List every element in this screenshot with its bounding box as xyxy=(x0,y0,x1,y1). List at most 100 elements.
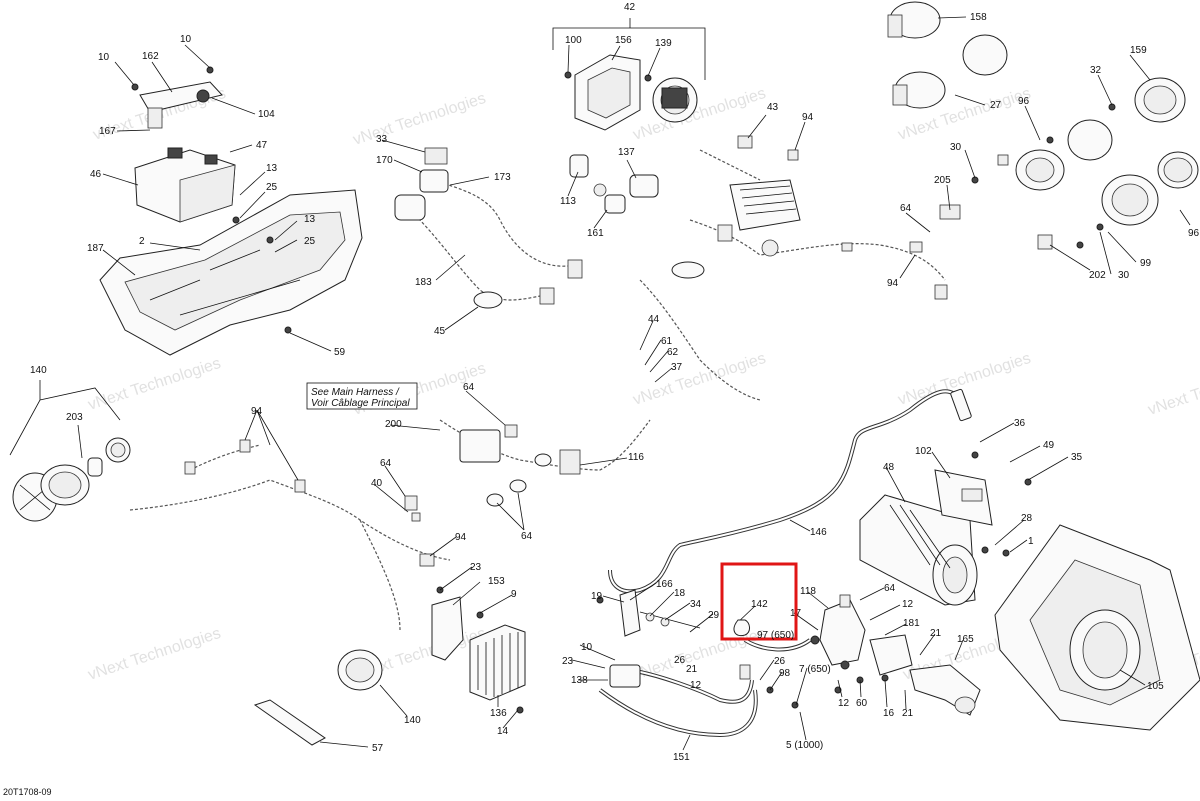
callout-label: 159 xyxy=(1130,45,1147,56)
callout-label: 10 xyxy=(98,52,110,63)
callout-label: 64 xyxy=(463,382,475,393)
callout-label: 25 xyxy=(266,182,278,193)
callout-label: 140 xyxy=(30,365,47,376)
callout-label: 44 xyxy=(648,314,660,325)
callout-label: 21 xyxy=(930,628,942,639)
winch-harness-part xyxy=(598,638,812,738)
watermark: vNext Technologies xyxy=(86,625,223,684)
callout-label: 136 xyxy=(490,708,507,719)
callout-label: 13 xyxy=(304,214,316,225)
callout-label: 162 xyxy=(142,51,159,62)
fuse-box-part xyxy=(639,135,948,401)
callout-label: 102 xyxy=(915,446,932,457)
callout-label: 19 xyxy=(591,591,603,602)
highlight-label: 142 xyxy=(751,599,768,610)
headlight-right-part xyxy=(337,649,383,691)
skid-plate-part xyxy=(994,524,1200,731)
callout-label: 59 xyxy=(334,347,346,358)
callout-label: 23 xyxy=(470,562,482,573)
callout-label: 30 xyxy=(950,142,962,153)
callout-label: 183 xyxy=(415,277,432,288)
callout-label: 94 xyxy=(802,112,814,123)
fasteners-part xyxy=(131,66,1116,714)
callout-label: 45 xyxy=(434,326,446,337)
callout-label: 96 xyxy=(1188,228,1200,239)
callout-label: 64 xyxy=(380,458,392,469)
callout-label: 173 xyxy=(494,172,511,183)
callout-label: 16 xyxy=(883,708,895,719)
callout-label: 42 xyxy=(624,2,636,13)
callout-label: 98 xyxy=(779,668,791,679)
drawing-code: 20T1708-09 xyxy=(3,787,52,797)
callout-label: 29 xyxy=(708,610,720,621)
callout-label: 64 xyxy=(521,531,533,542)
note-line-1: See Main Harness / xyxy=(311,387,400,398)
callout-label: 158 xyxy=(970,12,987,23)
battery-strap-part xyxy=(139,81,223,129)
callout-label: 33 xyxy=(376,134,388,145)
callout-label: 14 xyxy=(497,726,509,737)
callout-label: 57 xyxy=(372,743,384,754)
callout-label: 202 xyxy=(1089,270,1106,281)
upper-harness-part xyxy=(394,147,583,309)
callout-label: 205 xyxy=(934,175,951,186)
solenoid-part xyxy=(810,594,866,670)
battery-tray-part xyxy=(99,189,363,356)
part-drawings xyxy=(12,1,1200,746)
callout-label: 140 xyxy=(404,715,421,726)
note-line-2: Voir Câblage Principal xyxy=(311,398,410,409)
callout-label: 48 xyxy=(883,462,895,473)
cable-guide-part xyxy=(869,634,981,716)
callout-label: 21 xyxy=(686,664,698,675)
callout-label: 61 xyxy=(661,336,673,347)
callout-label: 161 xyxy=(587,228,604,239)
callout-label: 138 xyxy=(571,675,588,686)
mount-bracket-part xyxy=(619,589,701,637)
watermark: vNext Technologies xyxy=(351,90,488,149)
callout-label: 200 xyxy=(385,419,402,430)
callout-label: 34 xyxy=(690,599,702,610)
callout-labels: 42 100 156 139 158 159 32 27 96 30 96 20… xyxy=(30,2,1200,763)
callout-label: 10 xyxy=(180,34,192,45)
highlight-sublabel: 97 (650) xyxy=(757,630,794,641)
callout-label: 60 xyxy=(856,698,868,709)
callout-label: 94 xyxy=(887,278,899,289)
callout-label: 181 xyxy=(903,618,920,629)
callout-label: 1 xyxy=(1028,536,1034,547)
callout-label: 96 xyxy=(1018,96,1030,107)
highlight-callout: 142 97 (650) xyxy=(720,562,798,641)
watermark: vNext Technologies xyxy=(631,85,768,144)
callout-label: 62 xyxy=(667,347,679,358)
watermark: vNext Technologies xyxy=(1146,360,1200,419)
lower-harness-part xyxy=(129,419,651,631)
callout-label: 94 xyxy=(251,406,263,417)
main-harness-note: See Main Harness / Voir Câblage Principa… xyxy=(306,382,418,410)
callout-label: 27 xyxy=(990,100,1002,111)
watermark: vNext Technologies xyxy=(86,355,223,414)
callout-label: 2 xyxy=(139,236,145,247)
callout-label: 30 xyxy=(1118,270,1130,281)
callout-label: 35 xyxy=(1071,452,1083,463)
callout-label: 21 xyxy=(902,708,914,719)
callout-label: 94 xyxy=(455,532,467,543)
callout-label: 18 xyxy=(674,588,686,599)
callout-label: 104 xyxy=(258,109,275,120)
callout-label: 187 xyxy=(87,243,104,254)
callout-label: 12 xyxy=(838,698,850,709)
callout-label: 7 (650) xyxy=(799,664,831,675)
callout-label: 64 xyxy=(900,203,912,214)
callout-label: 12 xyxy=(902,599,914,610)
callout-label: 37 xyxy=(671,362,683,373)
winch-part xyxy=(859,469,993,606)
callout-label: 43 xyxy=(767,102,779,113)
callout-label: 156 xyxy=(615,35,632,46)
callout-label: 165 xyxy=(957,634,974,645)
callout-label: 118 xyxy=(800,586,816,597)
voltage-regulator-part xyxy=(431,596,526,701)
headlight-left-part xyxy=(12,437,131,522)
callout-label: 167 xyxy=(99,126,116,137)
winch-cable-part xyxy=(608,388,972,594)
callout-label: 49 xyxy=(1043,440,1055,451)
callout-label: 47 xyxy=(256,140,268,151)
